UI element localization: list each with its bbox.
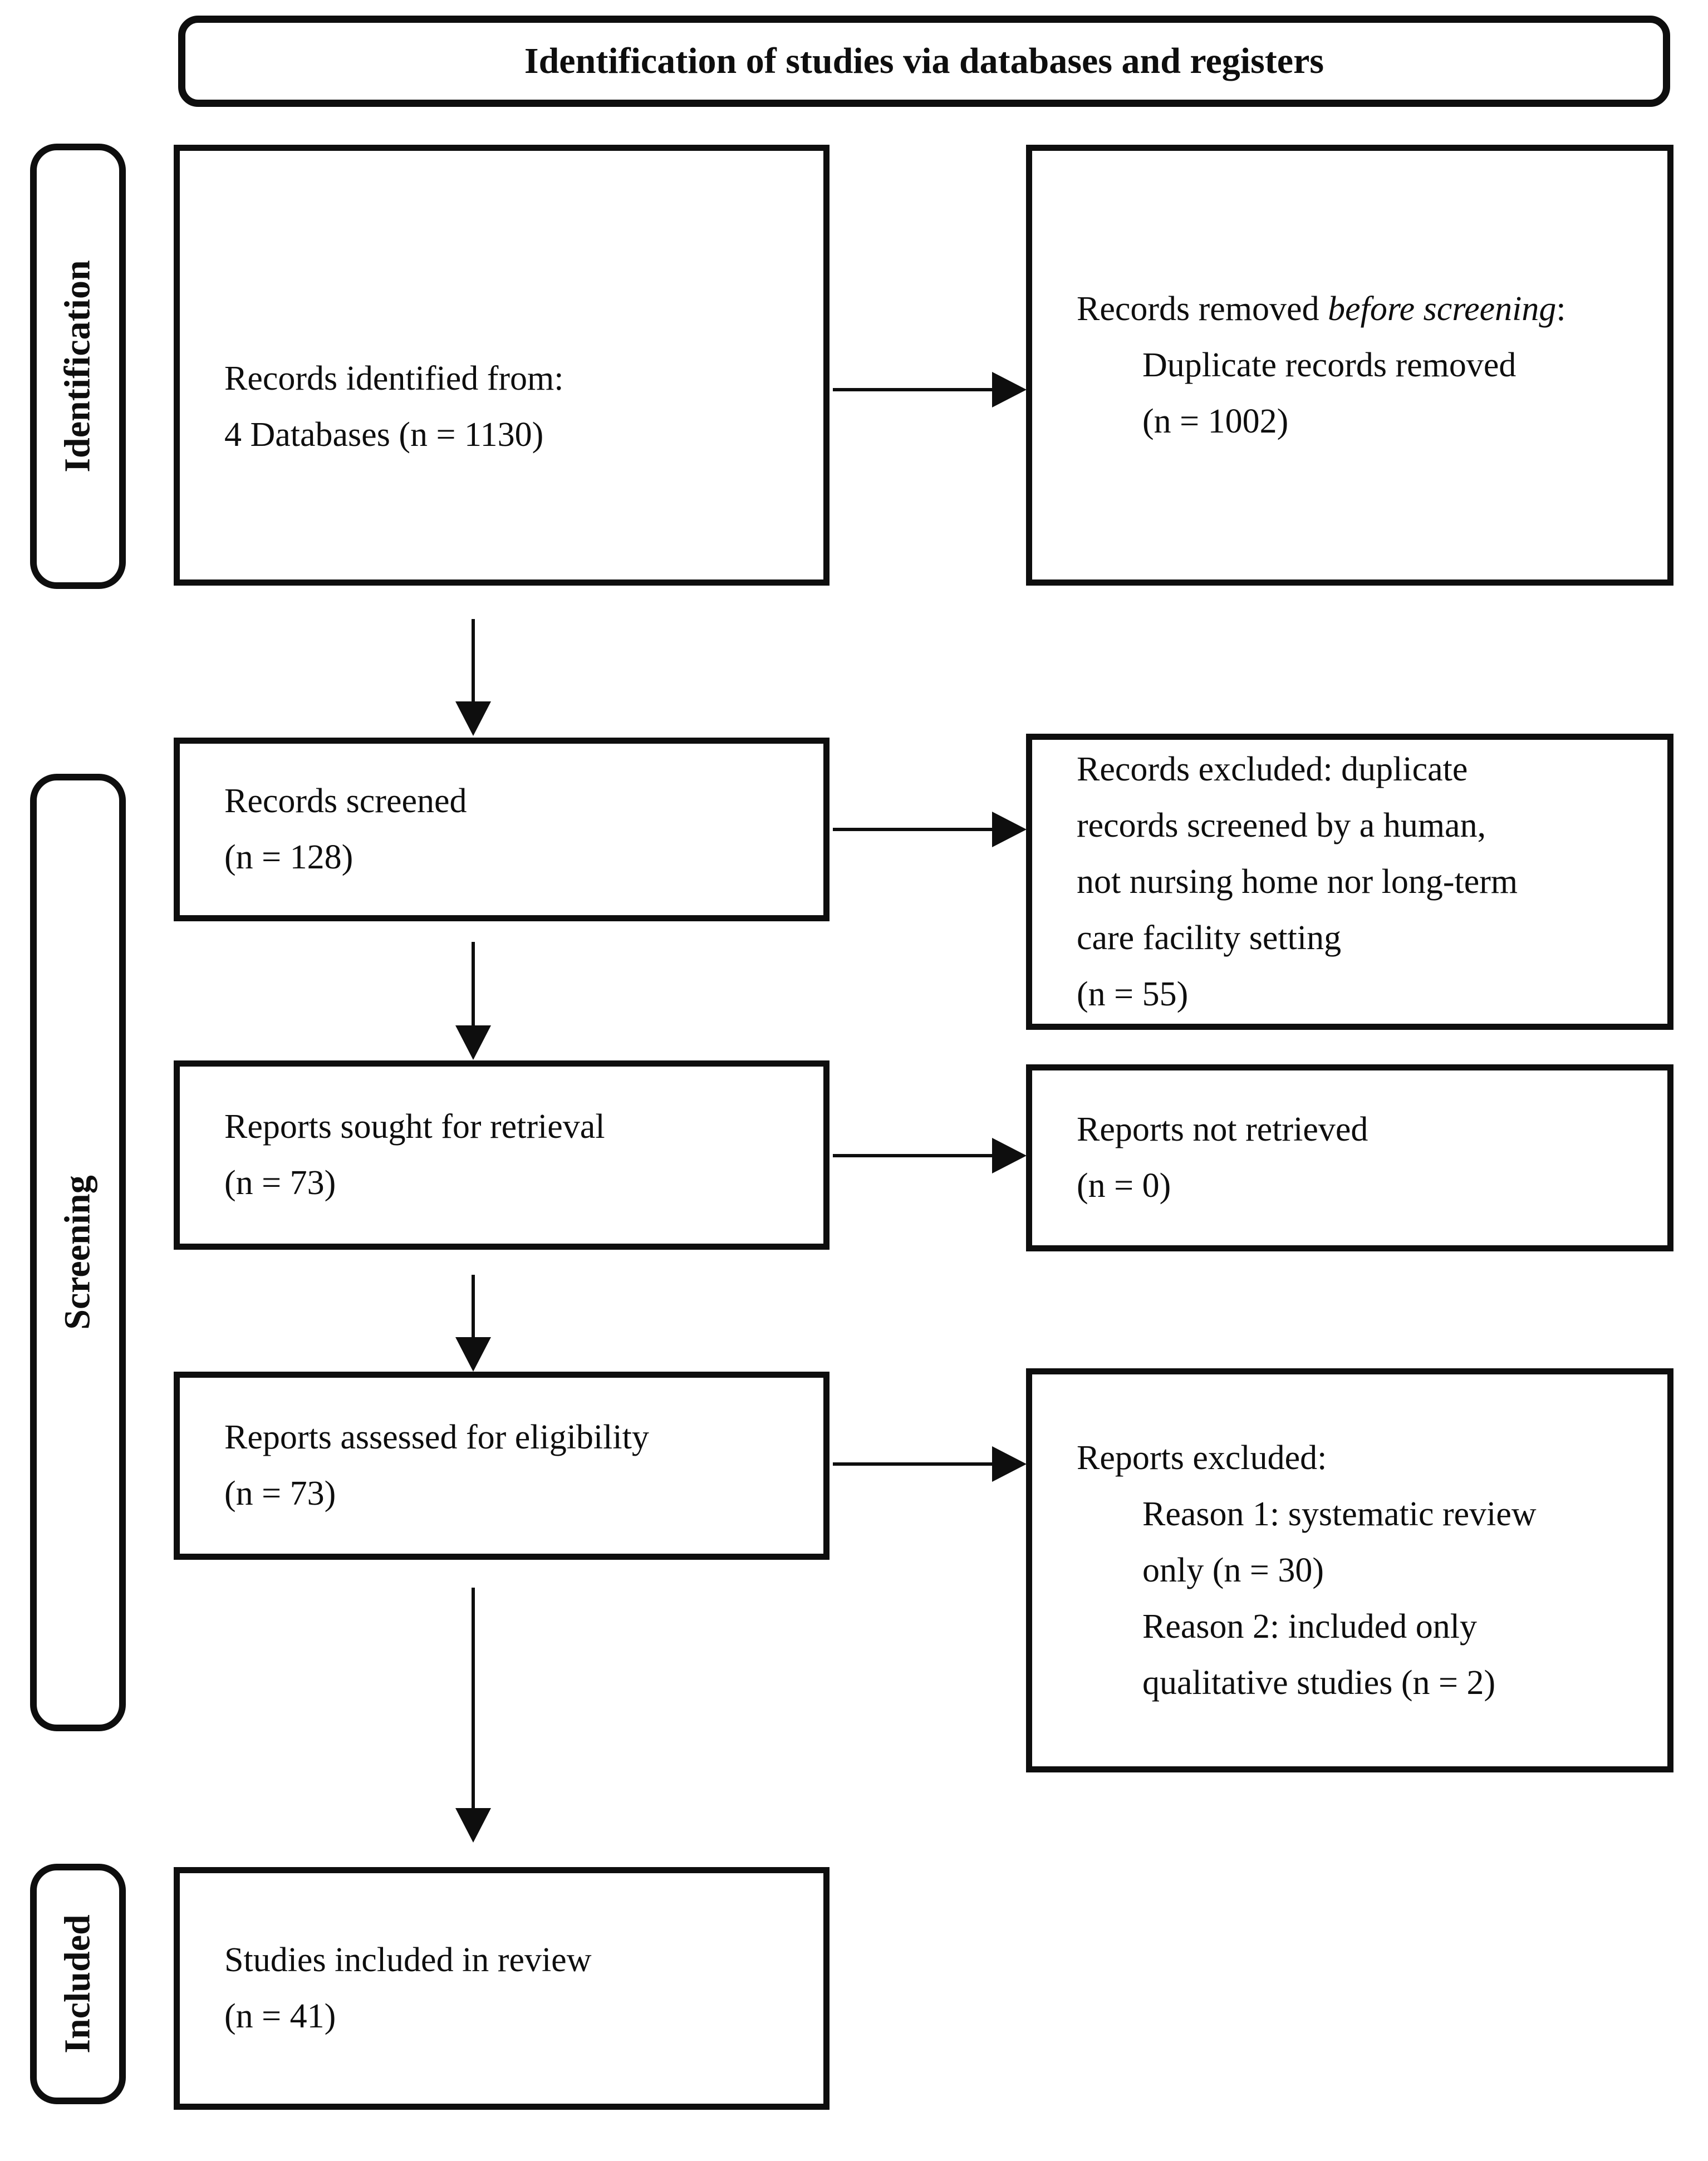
text-segment-italic: before screening [1328, 289, 1557, 328]
records-screened-box: Records screened (n = 128) [174, 738, 830, 921]
arrow-down-3-line [472, 1275, 475, 1339]
text-line: (n = 41) [224, 1997, 336, 2035]
arrow-down-1-head [455, 701, 491, 736]
text-line: (n = 73) [224, 1475, 336, 1512]
arrow-right-identification-head [992, 372, 1027, 407]
diagram-title-box: Identification of studies via databases … [178, 16, 1670, 107]
reports-not-retrieved-box: Reports not retrieved (n = 0) [1026, 1064, 1673, 1251]
records-removed-box: Records removed before screening: Duplica… [1026, 145, 1673, 586]
arrow-right-identification-line [833, 388, 995, 391]
text-line: not nursing home nor long-term [1077, 862, 1518, 901]
arrow-down-4-head [455, 1808, 491, 1843]
text-line: Records identified from: [224, 360, 564, 397]
text-line: (n = 0) [1077, 1167, 1171, 1205]
text-line: Reports excluded: [1077, 1438, 1327, 1477]
arrow-down-1-line [472, 619, 475, 704]
records-identified-box: Records identified from: 4 Databases (n =… [174, 145, 830, 586]
arrow-right-sought-line [833, 1154, 995, 1157]
text-line: qualitative studies (n = 2) [1142, 1663, 1496, 1702]
text-line: (n = 55) [1077, 975, 1189, 1013]
text-segment: Records removed [1077, 289, 1328, 328]
text-line: Reports assessed for eligibility [224, 1418, 649, 1456]
stage-label-screening: Screening [30, 774, 126, 1731]
text-line: (n = 1002) [1142, 402, 1289, 440]
text-segment: : [1556, 289, 1566, 328]
stage-label-text: Screening [57, 1175, 99, 1330]
diagram-title: Identification of studies via databases … [524, 41, 1324, 81]
text-line: 4 Databases (n = 1130) [224, 416, 544, 454]
arrow-right-screened-line [833, 828, 995, 831]
records-excluded-box: Records excluded: duplicate records scree… [1026, 734, 1673, 1030]
arrow-down-3-head [455, 1337, 491, 1372]
arrow-down-2-head [455, 1025, 491, 1060]
text-line: Records excluded: duplicate [1077, 750, 1468, 788]
text-line: Records screened [224, 782, 467, 820]
text-line: Reason 1: systematic review [1142, 1495, 1537, 1533]
text-line: (n = 73) [224, 1164, 336, 1202]
text-line: Records removed before screening: [1077, 281, 1645, 337]
text-line: Reports not retrieved [1077, 1111, 1368, 1148]
arrow-right-screened-head [992, 812, 1027, 847]
text-line: only (n = 30) [1142, 1551, 1324, 1589]
text-line: Reports sought for retrieval [224, 1108, 605, 1146]
text-line: Duplicate records removed [1142, 346, 1516, 384]
text-line: (n = 128) [224, 838, 354, 876]
text-line: Reason 2: included only [1142, 1607, 1477, 1646]
stage-label-identification: Identification [30, 144, 126, 589]
reports-sought-box: Reports sought for retrieval (n = 73) [174, 1060, 830, 1250]
reports-excluded-box: Reports excluded: Reason 1: systematic re… [1026, 1368, 1673, 1772]
text-line: care facility setting [1077, 919, 1342, 957]
stage-label-text: Included [57, 1914, 98, 2054]
arrow-right-assessed-head [992, 1446, 1027, 1482]
arrow-right-assessed-line [833, 1462, 995, 1466]
stage-label-included: Included [30, 1864, 126, 2104]
text-line: Studies included in review [224, 1941, 592, 1979]
arrow-down-2-line [472, 942, 475, 1028]
arrow-down-4-line [472, 1588, 475, 1810]
arrow-right-sought-head [992, 1138, 1027, 1173]
studies-included-box: Studies included in review (n = 41) [174, 1867, 830, 2110]
reports-assessed-box: Reports assessed for eligibility (n = 73) [174, 1372, 830, 1560]
text-line: records screened by a human, [1077, 806, 1486, 844]
stage-label-text: Identification [57, 260, 98, 473]
